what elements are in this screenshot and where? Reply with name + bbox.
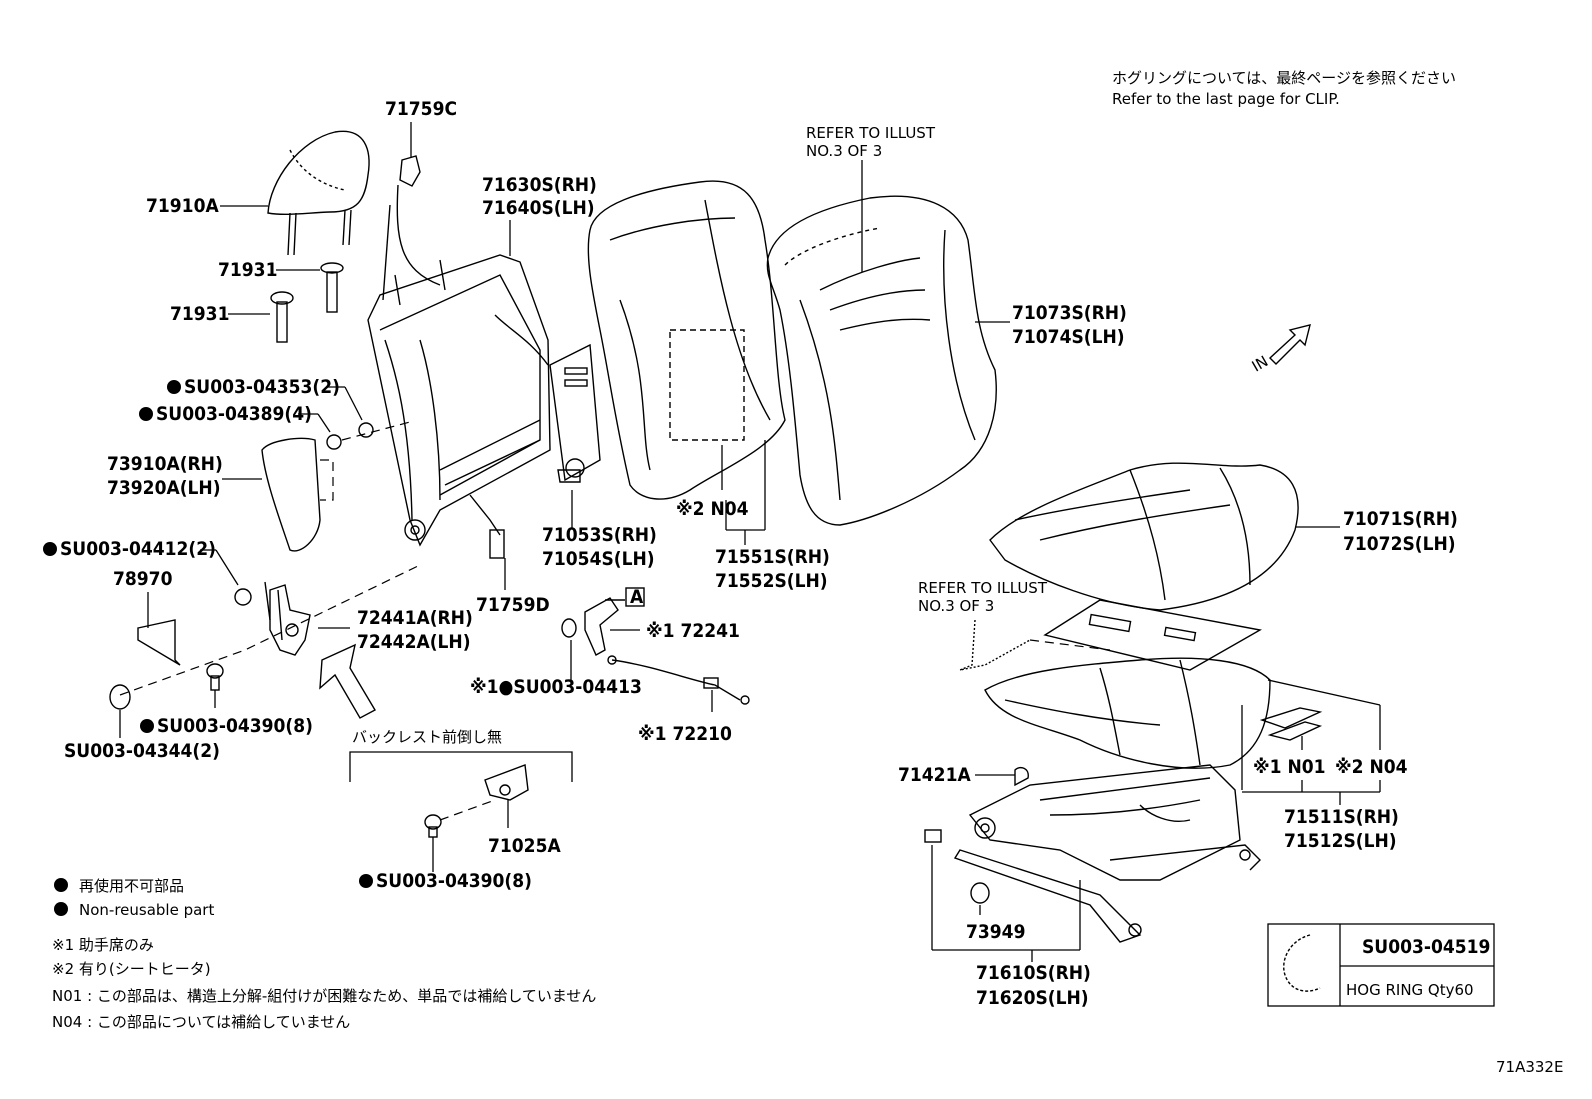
- refer-mid-1: REFER TO ILLUST: [918, 579, 1048, 597]
- seatback-cover-drawing: [766, 195, 997, 526]
- label-71640S: 71640S(LH): [482, 197, 595, 219]
- label-73949: 73949: [966, 921, 1025, 943]
- seat-frame-drawing: [953, 764, 1261, 943]
- clip-note-en: Refer to the last page for CLIP.: [1112, 90, 1340, 108]
- clip-71421A: [1014, 766, 1029, 787]
- bolt-su04390-a: [206, 663, 224, 691]
- legend-nonreuse-ja: 再使用不可部品: [79, 877, 184, 895]
- label-SU003-04412: SU003-04412(2): [60, 538, 216, 560]
- refer-top-1: REFER TO ILLUST: [806, 124, 936, 142]
- label-78970: 78970: [113, 568, 173, 590]
- label-71931-a: 71931: [218, 259, 277, 281]
- clip-71759C: [399, 155, 421, 187]
- bullet-su04389: [139, 407, 153, 421]
- backrest-note: バックレスト前倒し無: [352, 728, 502, 746]
- label-SU003-04390-b: SU003-04390(8): [376, 870, 532, 892]
- cable-72210-drawing: [607, 655, 750, 705]
- label-71025A: 71025A: [488, 835, 561, 857]
- label-71759D: 71759D: [476, 594, 550, 616]
- guide-71931-b: [270, 291, 294, 343]
- nut-su04389: [326, 434, 342, 450]
- label-N04-b: ※2 N04: [1335, 756, 1408, 778]
- label-71552S: 71552S(LH): [715, 570, 828, 592]
- label-72442A: 72442A(LH): [357, 631, 471, 653]
- seat-cushion-pad-drawing: [984, 657, 1271, 769]
- label-71073S: 71073S(RH): [1012, 302, 1127, 324]
- box-A-label: A: [630, 586, 644, 608]
- side-shield-73910A-drawing: [261, 437, 334, 552]
- label-SU003-04344: SU003-04344(2): [64, 740, 220, 762]
- sensor-72241-drawing: [561, 597, 625, 656]
- label-N01: ※1 N01: [1253, 756, 1326, 778]
- label-71910A: 71910A: [146, 195, 219, 217]
- headrest-drawing: [267, 130, 370, 256]
- box-A: [625, 587, 645, 607]
- svg-text:IN: IN: [1249, 352, 1272, 375]
- hog-ring-part: SU003-04519: [1362, 936, 1490, 958]
- refer-mid-2: NO.3 OF 3: [918, 597, 994, 615]
- bullet-su04390-a: [140, 719, 154, 733]
- label-71931-b: 71931: [170, 303, 229, 325]
- label-71610S: 71610S(RH): [976, 962, 1091, 984]
- hog-ring-desc: HOG RING Qty60: [1346, 981, 1474, 999]
- legend-note-2: ※2 有り(シートヒータ): [52, 960, 211, 978]
- label-71053S: 71053S(RH): [542, 524, 657, 546]
- label-71551S: 71551S(RH): [715, 546, 830, 568]
- label-71759C: 71759C: [385, 98, 457, 120]
- label-71072S: 71072S(LH): [1343, 533, 1456, 555]
- label-71071S: 71071S(RH): [1343, 508, 1458, 530]
- legend-bullet-ja: [54, 878, 68, 892]
- label-71074S: 71074S(LH): [1012, 326, 1125, 348]
- bullet-su04353: [167, 380, 181, 394]
- cap-su04344: [109, 684, 131, 710]
- label-71421A: 71421A: [898, 764, 971, 786]
- label-72210: ※1 72210: [638, 723, 732, 745]
- view-arrow: [319, 643, 376, 719]
- hog-ring-icon: [1283, 934, 1321, 992]
- hinge-71025A-drawing: [424, 764, 529, 838]
- label-71511S: 71511S(RH): [1284, 806, 1399, 828]
- clip-note-ja: ホグリングについては、最終ページを参照ください: [1112, 69, 1456, 87]
- label-SU003-04353: SU003-04353(2): [184, 376, 340, 398]
- legend-nonreuse-en: Non-reusable part: [79, 901, 214, 919]
- label-SU003-04390-a: SU003-04390(8): [157, 715, 313, 737]
- label-71054S: 71054S(LH): [542, 548, 655, 570]
- legend-bullet-en: [54, 902, 68, 916]
- cap-73949-a: [924, 829, 942, 843]
- label-71630S: 71630S(RH): [482, 174, 597, 196]
- cap-73949-b: [970, 882, 990, 904]
- seatback-frame-drawing: [367, 184, 551, 559]
- legend-note-1: ※1 助手席のみ: [52, 936, 154, 954]
- in-direction-arrow: IN: [1249, 324, 1311, 376]
- hog-ring-table: SU003-04519 HOG RING Qty60: [1267, 923, 1495, 1007]
- label-SU003-04389: SU003-04389(4): [156, 403, 312, 425]
- label-73910A: 73910A(RH): [107, 453, 223, 475]
- heater-elements-drawing: [1259, 707, 1323, 741]
- guide-71931-a: [320, 262, 344, 313]
- label-73920A: 73920A(LH): [107, 477, 221, 499]
- label-N04-a: ※2 N04: [676, 498, 749, 520]
- label-71512S: 71512S(LH): [1284, 830, 1397, 852]
- cover-78970: [137, 619, 181, 666]
- nut-su04412: [234, 588, 252, 606]
- legend-note-N01: N01 : この部品は、構造上分解-組付けが困難なため、単品では補給していません: [52, 987, 596, 1005]
- refer-top-2: NO.3 OF 3: [806, 142, 882, 160]
- recliner-72441A-drawing: [264, 581, 311, 656]
- bracket-71053S-drawing: [549, 343, 601, 483]
- legend-note-N04: N04 : この部品については補給していません: [52, 1013, 350, 1031]
- label-72241: ※1 72241: [646, 620, 740, 642]
- bullet-su04390-b: [359, 874, 373, 888]
- label-SU003-04413: ※1●SU003-04413: [470, 676, 642, 698]
- seatback-pad-drawing: [587, 180, 786, 500]
- diagram-id: 71A332E: [1496, 1058, 1563, 1076]
- label-71620S: 71620S(LH): [976, 987, 1089, 1009]
- nut-su04353: [358, 422, 374, 438]
- label-72441A: 72441A(RH): [357, 607, 473, 629]
- seat-heater-mat-drawing: [1043, 599, 1263, 671]
- bullet-su04412: [43, 542, 57, 556]
